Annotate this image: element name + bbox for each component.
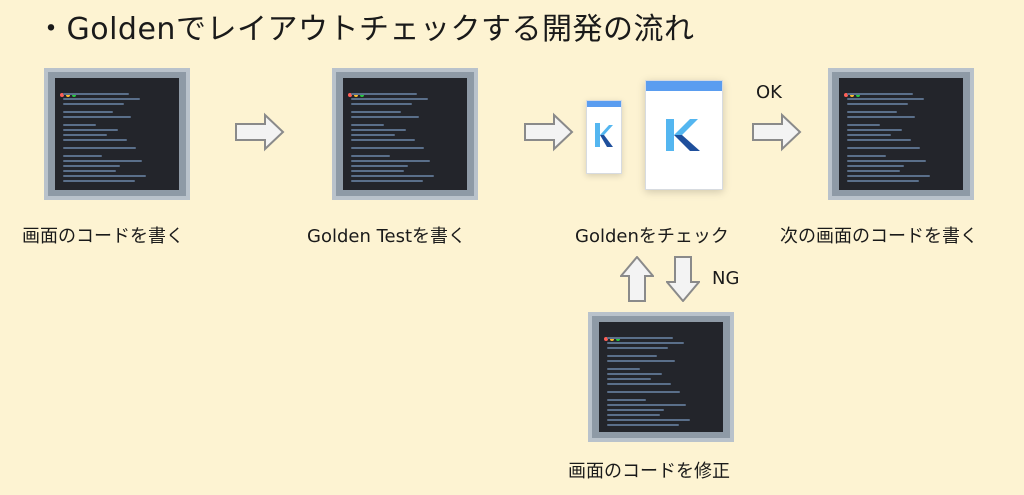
- phone-preview-large: [645, 80, 723, 190]
- code-screenshot-next: [832, 72, 970, 196]
- arrow-right-icon: [524, 112, 574, 152]
- arrow-right-icon: [752, 112, 802, 152]
- window-controls-icon: [844, 82, 862, 101]
- code-lines: [351, 90, 461, 186]
- arrow-down-icon: [666, 256, 700, 302]
- k-logo-icon: [595, 123, 613, 147]
- phone-preview-small: [586, 100, 622, 174]
- window-controls-icon: [60, 82, 78, 101]
- code-lines: [607, 334, 717, 428]
- page-title: ・Goldenでレイアウトチェックする開発の流れ: [36, 12, 695, 47]
- code-screenshot-fix: [592, 316, 730, 438]
- code-screenshot-test: [336, 72, 474, 196]
- k-logo-icon: [666, 119, 700, 151]
- window-controls-icon: [604, 326, 622, 345]
- ok-label: OK: [756, 82, 782, 103]
- step-label-write-code: 画面のコードを書く: [22, 226, 184, 247]
- code-editor-window: [55, 78, 179, 190]
- step-label-check-golden: Goldenをチェック: [575, 226, 729, 247]
- arrow-up-icon: [620, 256, 654, 302]
- step-label-fix-code: 画面のコードを修正: [568, 461, 730, 482]
- code-editor-window: [599, 322, 723, 432]
- code-editor-window: [839, 78, 963, 190]
- code-lines: [63, 90, 173, 186]
- code-editor-window: [343, 78, 467, 190]
- code-screenshot-write: [48, 72, 186, 196]
- arrow-right-icon: [235, 112, 285, 152]
- ng-label: NG: [712, 268, 740, 289]
- code-lines: [847, 90, 957, 186]
- window-controls-icon: [348, 82, 366, 101]
- step-label-next-screen: 次の画面のコードを書く: [780, 226, 978, 247]
- step-label-write-test: Golden Testを書く: [307, 226, 467, 247]
